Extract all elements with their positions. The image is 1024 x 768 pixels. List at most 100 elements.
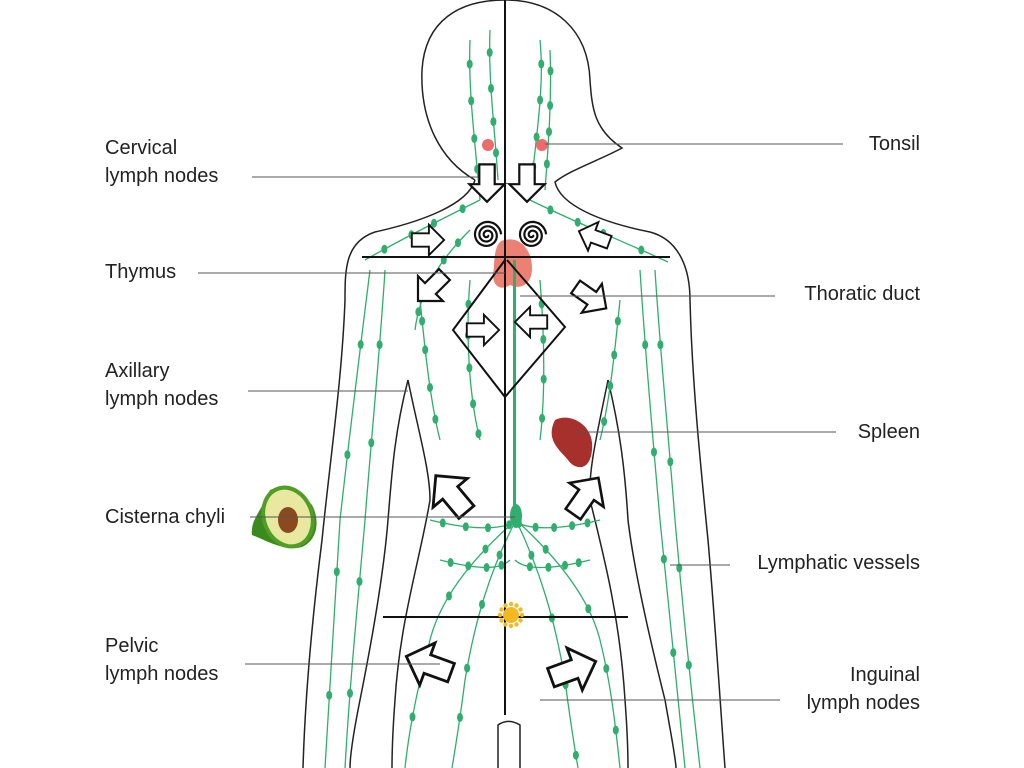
lymph-node-dot xyxy=(457,712,463,722)
lymph-node-dot xyxy=(528,550,535,560)
lymph-node-dot xyxy=(533,132,540,142)
flow-arrow-icon xyxy=(506,163,548,204)
lymph-node-dot xyxy=(670,648,677,658)
lymph-node-dot xyxy=(614,316,621,326)
vessel-path xyxy=(515,519,621,768)
lymph-node-dot xyxy=(676,563,683,573)
label-line: lymph nodes xyxy=(105,388,219,410)
lymph-node-dot xyxy=(455,238,461,248)
lymph-node-dot xyxy=(344,450,351,460)
sun-ray xyxy=(499,618,504,623)
flow-arrow-icon xyxy=(431,474,476,521)
flow-arrow-icon xyxy=(577,220,613,254)
lymph-node-dot xyxy=(575,558,582,568)
lymph-node-dot xyxy=(493,148,499,158)
lymph-node-dot xyxy=(642,340,649,350)
lymph-node-dot xyxy=(357,340,364,349)
lymph-node-dot xyxy=(538,59,545,69)
lymph-node-dot xyxy=(547,205,554,215)
lymph-node-dot xyxy=(584,518,591,528)
sun-ray xyxy=(497,612,503,618)
spiral-icon xyxy=(473,220,503,248)
label-spleen: Spleen xyxy=(857,421,920,443)
sun-ray xyxy=(499,607,504,612)
lymph-node-dot xyxy=(483,563,490,572)
lymph-node-dot xyxy=(422,345,429,355)
vessel-path xyxy=(515,519,579,768)
tonsil-left xyxy=(482,139,494,151)
lymph-node-dot xyxy=(526,562,533,572)
lymph-node-dot xyxy=(496,550,503,560)
label-line: Pelvic xyxy=(105,635,159,657)
flow-arrow-icon xyxy=(545,645,598,694)
lymph-node-dot xyxy=(539,413,546,423)
label-line: Axillary xyxy=(105,360,170,382)
lymph-node-dot xyxy=(612,725,619,735)
lymph-node-dot xyxy=(488,83,494,93)
lymph-node-dot xyxy=(547,101,554,110)
lymph-node-dot xyxy=(537,95,544,105)
lymph-node-dot xyxy=(660,554,667,564)
label-line: lymph nodes xyxy=(105,165,219,187)
spiral-icons xyxy=(473,220,548,248)
label-line: lymph nodes xyxy=(105,663,219,685)
leader-lines xyxy=(198,143,843,701)
lymph-node-dot xyxy=(466,59,473,69)
label-cervical-lymph-nodes: Cervical lymph nodes xyxy=(105,134,218,190)
lymph-node-dots xyxy=(326,48,692,760)
lymph-node-dot xyxy=(464,663,471,673)
flow-arrow-icon xyxy=(416,267,452,303)
lymph-node-dot xyxy=(347,688,353,698)
sun-ray xyxy=(514,603,519,608)
lymph-node-dot xyxy=(543,159,550,169)
label-line: Cervical xyxy=(105,137,178,159)
flow-arrow-icon xyxy=(563,476,606,522)
lymph-node-dot xyxy=(667,457,674,467)
lymph-node-dot xyxy=(638,245,645,255)
label-pelvic-lymph-nodes: Pelvic lymph nodes xyxy=(105,632,218,688)
vessel-path xyxy=(451,519,517,768)
label-inguinal-lymph-nodes: Inguinal lymph nodes xyxy=(807,661,920,717)
lymph-node-dot xyxy=(607,381,614,391)
label-lymphatic-vessels: Lymphatic vessels xyxy=(757,552,920,574)
lymph-node-dot xyxy=(356,577,363,586)
lymph-node-dot xyxy=(546,127,552,137)
lymph-node-dot xyxy=(462,522,469,532)
label-line: Inguinal xyxy=(849,664,920,686)
label-axillary-lymph-nodes: Axillary lymph nodes xyxy=(105,357,218,413)
sun-ray xyxy=(503,603,508,608)
lymphatic-vessels xyxy=(324,29,701,768)
lymph-node-dot xyxy=(471,134,478,143)
body-outline xyxy=(302,0,726,768)
lymph-node-dot xyxy=(545,562,552,572)
vessel-path xyxy=(489,29,499,181)
lymph-node-dot xyxy=(574,217,581,227)
lymph-node-dot xyxy=(431,218,437,228)
lymph-node-dot xyxy=(376,340,383,350)
lymph-node-dot xyxy=(540,374,547,384)
lymph-node-dot xyxy=(569,521,576,531)
lymph-node-dot xyxy=(547,66,554,76)
lymph-node-dot xyxy=(326,690,333,700)
lymph-node-dot xyxy=(459,204,466,214)
sun-ray xyxy=(514,622,519,627)
sun-ray xyxy=(518,618,523,623)
sun-ray xyxy=(503,622,508,627)
label-thymus: Thymus xyxy=(105,261,177,283)
lymph-node-dot xyxy=(446,591,452,601)
vessel-path xyxy=(364,199,481,261)
lymph-node-dot xyxy=(657,340,664,350)
lymph-node-dot xyxy=(415,307,422,317)
lymph-node-dot xyxy=(439,518,446,528)
vessel-path xyxy=(404,519,517,768)
label-cisterna-chyli: Cisterna chyli xyxy=(105,506,226,528)
lymph-node-dot xyxy=(572,750,579,760)
lymph-node-dot xyxy=(485,523,491,533)
lymph-node-dot xyxy=(486,48,493,57)
flow-arrow-icon xyxy=(465,312,501,348)
lymph-node-dot xyxy=(409,712,416,722)
lymph-node-dot xyxy=(482,544,489,554)
spiral-icon xyxy=(518,220,548,248)
lymph-node-dot xyxy=(611,350,618,360)
